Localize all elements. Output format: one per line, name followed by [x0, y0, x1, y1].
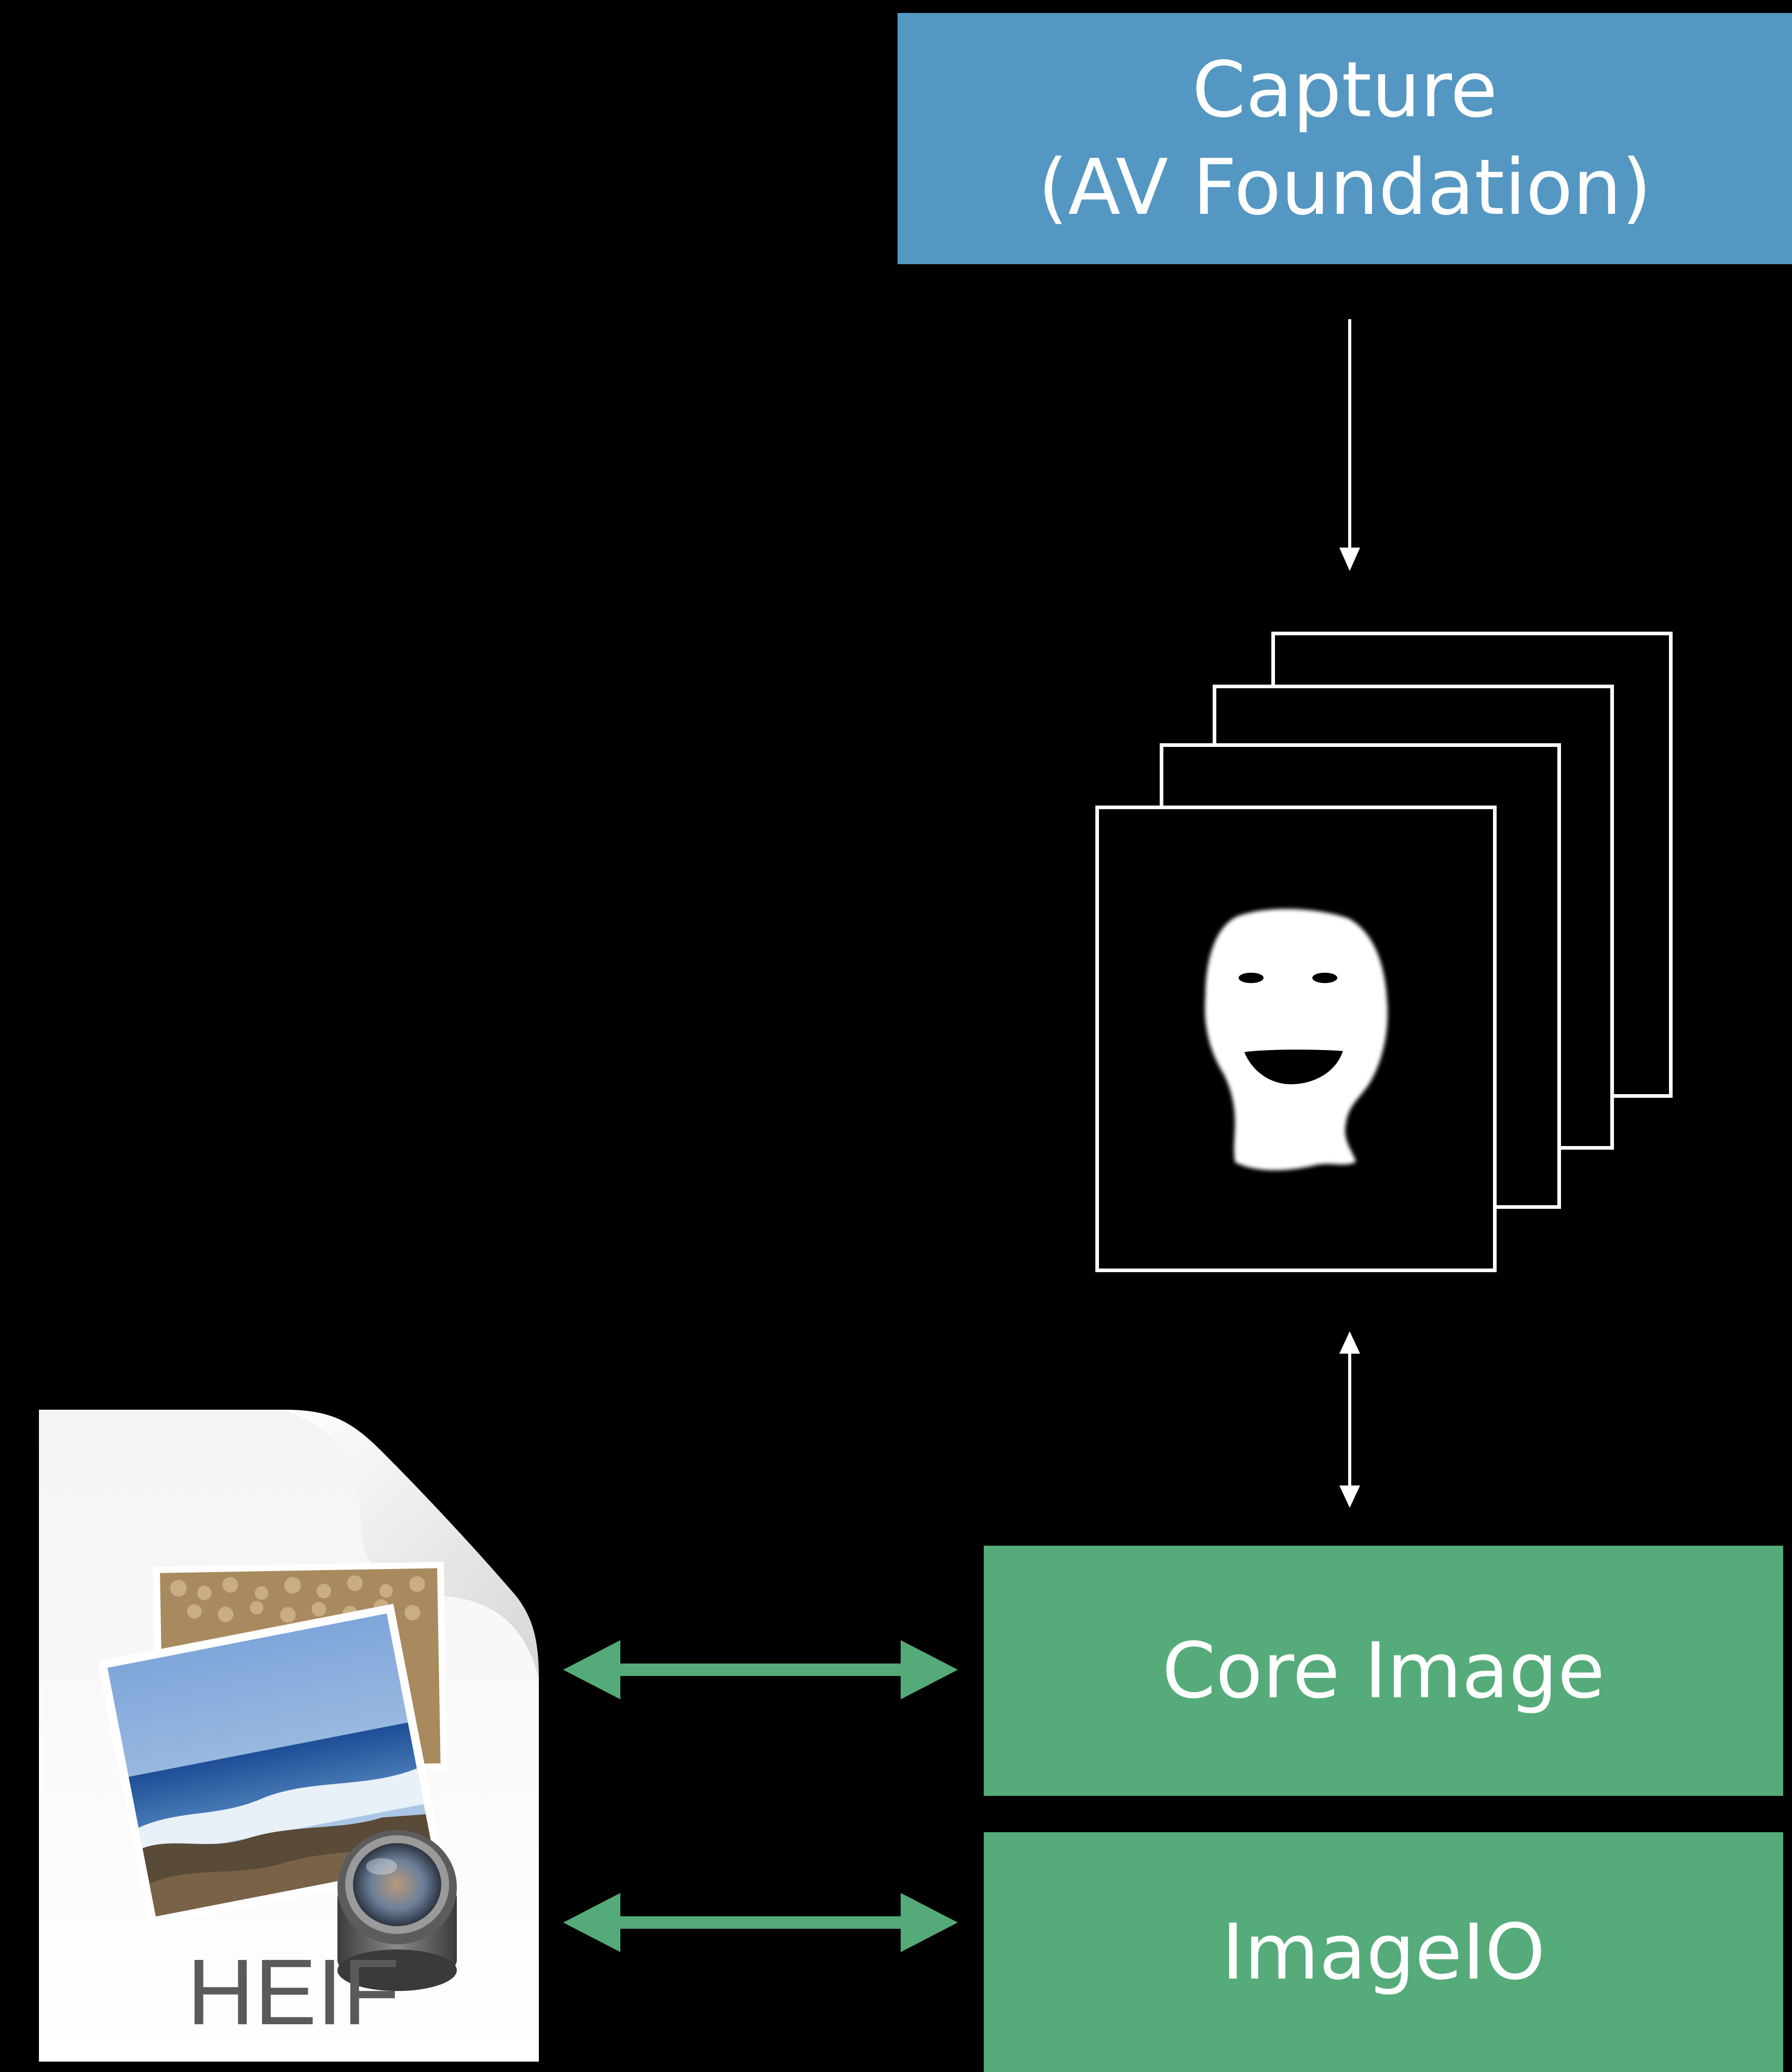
imageio-box: ImageIO	[984, 1832, 1783, 2072]
core-image-label: Core Image	[1162, 1626, 1605, 1715]
green-arrow-heif-core-image	[563, 1640, 958, 1699]
core-image-box: Core Image	[984, 1546, 1783, 1796]
bidirectional-arrow-frames-core-image	[1339, 1331, 1360, 1508]
face-mask-icon	[1205, 909, 1388, 1170]
preview-app-icon	[337, 1830, 457, 1991]
green-arrow-heif-imageio	[563, 1893, 958, 1952]
stacked-frame-front	[1095, 806, 1497, 1272]
heif-file-label: HEIF	[187, 1940, 400, 2044]
down-arrow-capture-to-frames	[1339, 319, 1360, 571]
imageio-label: ImageIO	[1221, 1907, 1545, 1997]
capture-title: Capture	[1192, 45, 1498, 134]
capture-box: Capture (AV Foundation)	[898, 13, 1792, 264]
heif-file-icon	[39, 1410, 539, 2062]
seascape-photo	[98, 1603, 445, 1927]
capture-subtitle: (AV Foundation)	[1038, 143, 1652, 232]
